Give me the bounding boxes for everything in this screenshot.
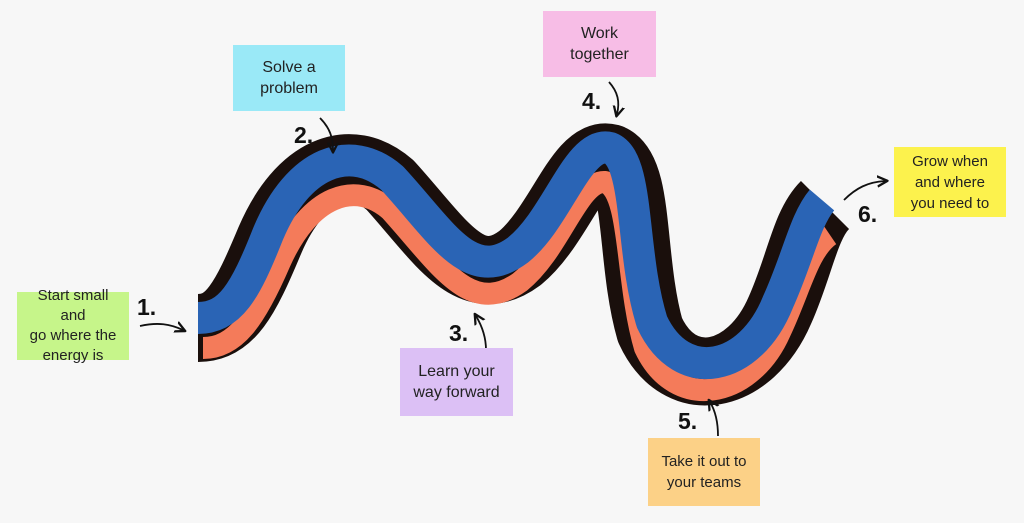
sticky-note-step-2: Solve a problem [233, 45, 345, 111]
arrow-3 [476, 316, 487, 351]
step-4-number: 4. [582, 88, 602, 114]
arrow-6 [843, 181, 885, 201]
sticky-note-step-4: Work together [543, 11, 656, 77]
ribbon-back-stripe [202, 171, 837, 401]
step-6-text: Grow when and where you need to [910, 152, 990, 212]
sticky-note-step-6: Grow when and where you need to [894, 147, 1006, 217]
sticky-note-step-1: Start small and go where the energy is [17, 287, 129, 364]
arrow-1 [139, 324, 183, 330]
step-6-number: 6. [858, 201, 878, 227]
ribbon-front-stripe [196, 131, 835, 379]
step-5-text: Take it out to your teams [661, 453, 747, 491]
step-1-number: 1. [137, 294, 157, 320]
step-5-number: 5. [678, 408, 698, 434]
arrow-2 [319, 117, 333, 150]
arrow-5 [710, 402, 718, 437]
arrow-4 [608, 81, 618, 114]
step-3-number: 3. [449, 320, 469, 346]
sticky-note-step-3: Learn your way forward [400, 348, 513, 416]
step-1-text: Start small and go where the energy is [29, 287, 117, 364]
sticky-note-step-5: Take it out to your teams [648, 438, 760, 506]
step-4-text: Work together [570, 25, 629, 63]
step-2-number: 2. [294, 122, 314, 148]
ribbon-path [195, 123, 851, 406]
step-2-text: Solve a problem [260, 59, 318, 97]
step-3-text: Learn your way forward [413, 363, 500, 401]
step-arrows [139, 81, 885, 437]
